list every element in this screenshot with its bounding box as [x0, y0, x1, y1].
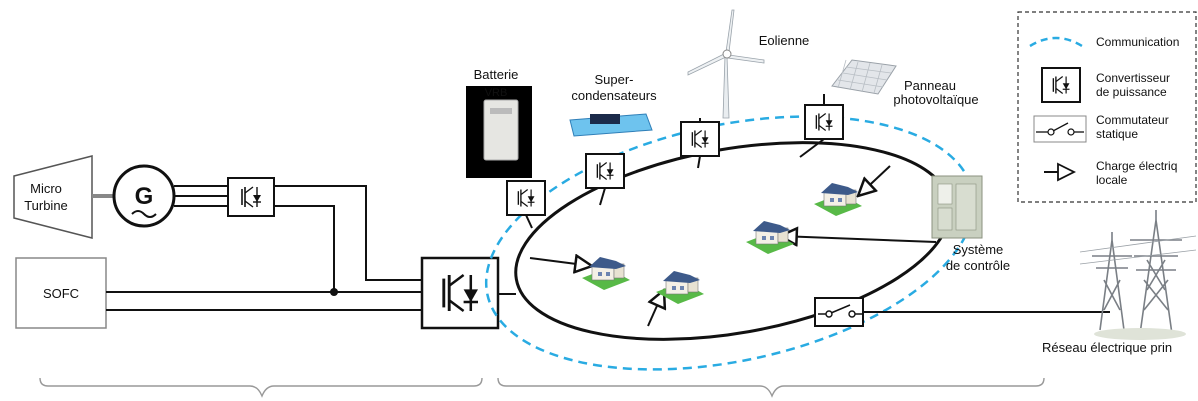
micro-turbine: Micro Turbine [13, 155, 93, 239]
house-1 [581, 256, 631, 291]
gen-dc-wires [274, 185, 422, 292]
wind-label: Eolienne [759, 33, 810, 48]
supercap-feeder [599, 187, 606, 206]
grid-label: Réseau électrique prin [1042, 340, 1172, 355]
legend-load-icon [1044, 162, 1077, 182]
pv-label-1: Panneau [904, 78, 956, 93]
pv-converter [804, 104, 844, 140]
battery-label-2: VRB [485, 87, 508, 99]
left-brace [39, 377, 483, 398]
wind-feeder [697, 155, 701, 169]
micro-turbine-label-2: Turbine [24, 198, 68, 213]
sofc: SOFC [15, 257, 107, 329]
transmission-pylons [1079, 210, 1197, 335]
legend-communication-icon [1029, 36, 1083, 48]
sofc-wires [106, 291, 422, 311]
micro-turbine-label-1: Micro [30, 181, 62, 196]
legend-converter-icon [1041, 67, 1081, 103]
legend-switch-label-2: statique [1096, 127, 1138, 141]
legend: Communication Convertisseur de puissance… [1017, 11, 1197, 203]
pv-feeder [799, 138, 825, 158]
house-4 [813, 182, 863, 217]
supercap-converter [585, 153, 625, 189]
battery-label-1: Batterie [474, 67, 519, 82]
internal-feeders [529, 165, 937, 327]
control-label-2: de contrôle [946, 258, 1010, 273]
house-2 [655, 270, 705, 305]
battery-converter [506, 180, 546, 216]
generator-wires [174, 185, 228, 207]
battery-feeder [525, 214, 533, 229]
junction-dot [330, 288, 338, 296]
legend-box [1017, 11, 1197, 203]
supercap-label-2: condensateurs [571, 88, 657, 103]
main-converter [420, 256, 500, 330]
wind-turbine: Eolienne [687, 9, 810, 119]
legend-load-label-1: Charge électriq [1096, 159, 1177, 173]
legend-converter-label-1: Convertisseur [1096, 71, 1170, 85]
generator-label: G [135, 183, 154, 210]
pv-panel: Panneau photovoltaïque [831, 59, 979, 107]
control-label-1: Système [953, 242, 1004, 257]
house-3 [745, 220, 795, 255]
control-system: Système de contrôle [931, 175, 1010, 273]
pv-label-2: photovoltaïque [893, 92, 978, 107]
static-switch [814, 297, 864, 327]
wind-converter [680, 121, 720, 157]
sofc-label: SOFC [43, 286, 79, 301]
right-brace [497, 377, 1045, 398]
legend-load-label-2: locale [1096, 173, 1128, 187]
legend-switch-icon [1033, 115, 1087, 143]
legend-switch-label-1: Commutateur [1096, 113, 1169, 127]
generator: G [112, 164, 176, 228]
communication-ring [484, 115, 976, 371]
legend-communication-label: Communication [1096, 35, 1179, 49]
battery-vrb: Batterie VRB [466, 67, 532, 178]
pylon-ground [1094, 328, 1186, 340]
legend-converter-label-2: de puissance [1096, 85, 1167, 99]
supercapacitors: Super- condensateurs [569, 72, 657, 137]
generator-converter [227, 177, 275, 217]
supercap-label-1: Super- [594, 72, 633, 87]
